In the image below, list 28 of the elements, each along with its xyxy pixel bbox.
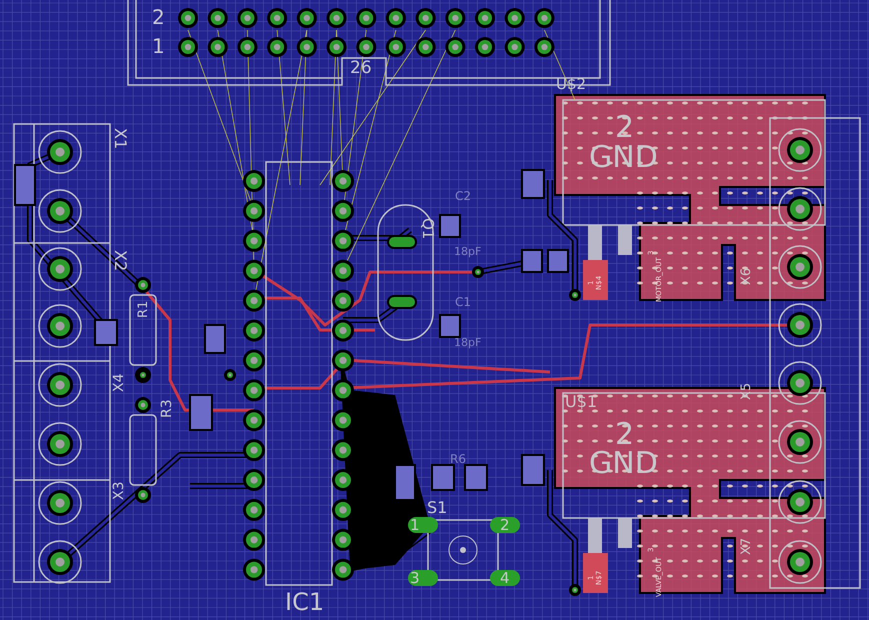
pad-number: 2 [615, 113, 634, 143]
reference-designator: C1 [455, 296, 472, 308]
net-label: GND [589, 449, 658, 479]
pin-number: 4 [500, 571, 510, 586]
reference-designator: R6 [450, 453, 466, 465]
reference-designator: R1 [137, 300, 150, 318]
pin-number: 2 [500, 518, 510, 533]
reference-designator: X1 [112, 128, 128, 150]
reference-designator: R3 [160, 399, 174, 418]
reference-designator: Q1 [420, 218, 435, 240]
pin-number: 1 [152, 36, 165, 56]
reference-designator: IC1 [285, 590, 324, 614]
pad-number: 2 [615, 420, 634, 450]
reference-designator: C2 [455, 190, 472, 202]
reference-designator: X3 [112, 482, 126, 500]
reference-designator: S1 [427, 500, 448, 516]
reference-designator: U$1 [565, 394, 598, 410]
component-value: 18pF [454, 337, 482, 348]
reference-designator: X4 [112, 374, 126, 392]
component-value: 18pF [454, 246, 482, 257]
reference-designator: X7 [740, 538, 753, 555]
pin-number: 1 [410, 518, 420, 533]
reference-designator: X5 [740, 382, 753, 400]
net-label: GND [589, 143, 658, 173]
pin-number: 3 [410, 571, 420, 586]
reference-designator: X6 [740, 268, 753, 285]
reference-designator: X2 [112, 250, 128, 272]
pin-number: 2 [152, 7, 165, 27]
